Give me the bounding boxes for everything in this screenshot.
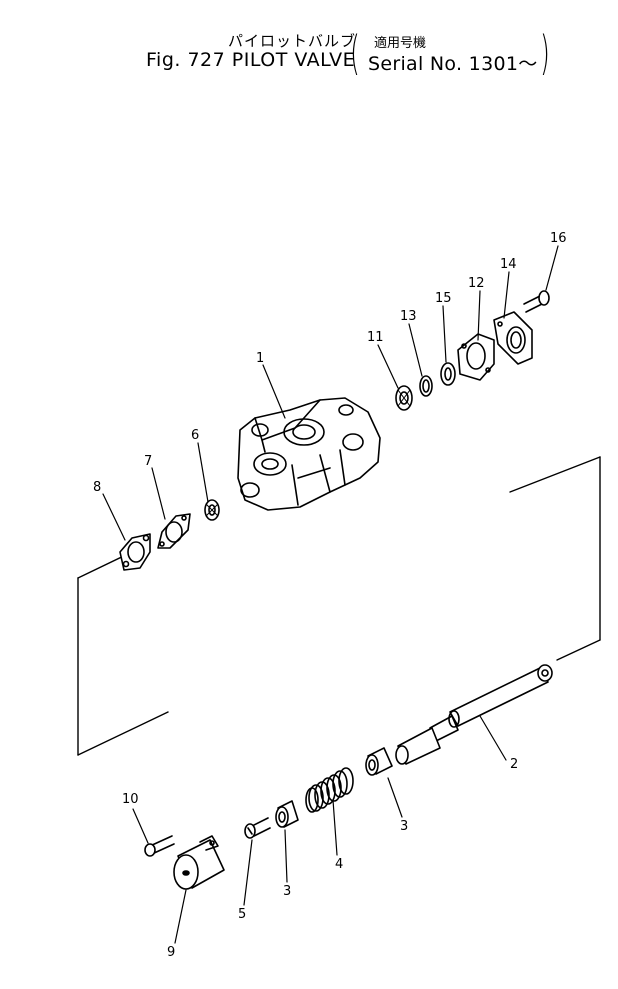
valve-body-part-1 (237, 397, 381, 511)
spool-part-2 (395, 664, 553, 765)
bolt-part-16 (523, 290, 550, 313)
callout-3-lower: 3 (283, 884, 291, 899)
spring-part-4 (305, 767, 354, 813)
retainer-part-3-lower (275, 800, 299, 828)
cover-part-8 (119, 533, 151, 571)
serial-japanese-label: 適用号機 (374, 36, 427, 51)
figure-title: Fig. 727 PILOT VALVE (146, 49, 356, 71)
callout-4: 4 (335, 857, 343, 872)
cap-part-9 (173, 835, 225, 890)
ring-part-13 (419, 375, 433, 397)
bolt-part-10 (144, 835, 175, 857)
flange-part-14 (493, 311, 533, 365)
callout-8: 8 (93, 480, 101, 495)
callout-15: 15 (435, 291, 452, 306)
callout-1: 1 (256, 351, 264, 366)
gasket-part-7 (157, 513, 191, 549)
callout-12: 12 (468, 276, 485, 291)
japanese-title: パイロットバルブ (228, 32, 357, 50)
callout-7: 7 (144, 454, 152, 469)
callout-11: 11 (367, 330, 384, 345)
callout-9: 9 (167, 945, 175, 960)
gasket-part-12 (457, 333, 495, 381)
callout-leaders (102, 245, 559, 944)
serial-applicability: ( 適用号機 Serial No. 1301～ ) (350, 26, 552, 84)
ring-part-15 (440, 362, 456, 386)
callout-16: 16 (550, 231, 567, 246)
left-paren: ( (350, 26, 360, 80)
retainer-part-3-upper (365, 747, 393, 776)
callout-10: 10 (122, 792, 139, 807)
seal-part-11 (395, 385, 413, 411)
right-paren: ) (540, 26, 550, 80)
seal-part-6 (204, 499, 220, 521)
serial-number: Serial No. 1301～ (368, 53, 538, 75)
callout-5: 5 (238, 907, 246, 922)
callout-13: 13 (400, 309, 417, 324)
callout-2: 2 (510, 757, 518, 772)
assembly-lines (77, 456, 601, 756)
callout-6: 6 (191, 428, 199, 443)
figure-header: パイロットバルブ Fig. 727 PILOT VALVE ( 適用号機 Ser… (0, 0, 618, 110)
callout-labels: 1 2 3 3 4 5 6 7 8 9 10 11 12 13 14 15 16 (93, 231, 567, 960)
callout-14: 14 (500, 257, 517, 272)
callout-3-upper: 3 (400, 819, 408, 834)
screw-part-5 (244, 817, 271, 839)
